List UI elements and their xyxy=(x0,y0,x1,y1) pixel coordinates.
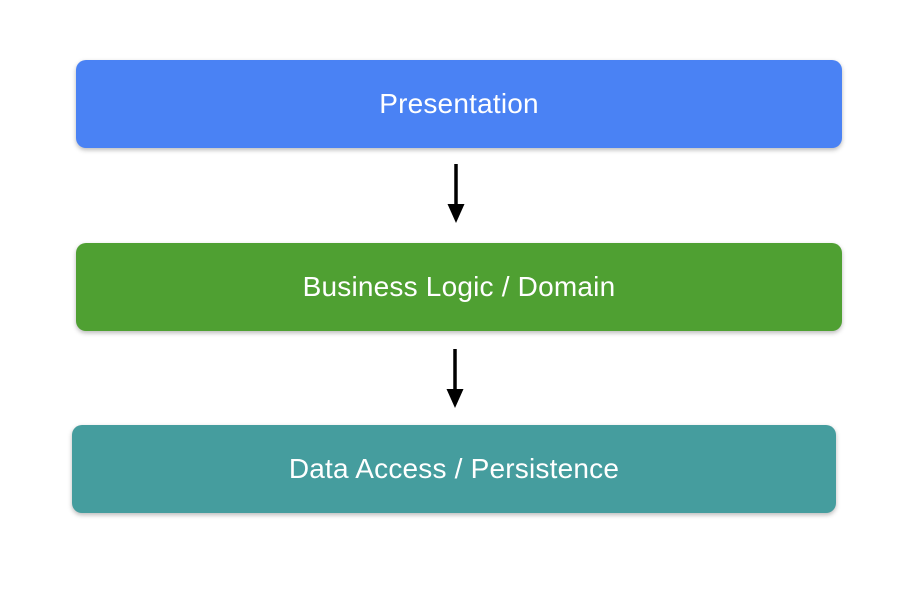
layer-label-data-access: Data Access / Persistence xyxy=(288,453,620,484)
layer-box-data-access: Data Access / Persistence xyxy=(72,425,836,513)
layer-label-business-logic: Business Logic / Domain xyxy=(302,271,616,302)
layer-box-presentation: Presentation xyxy=(76,60,842,148)
layer-label-presentation: Presentation xyxy=(379,88,539,119)
down-arrow-icon xyxy=(442,348,468,408)
layer-box-business-logic: Business Logic / Domain xyxy=(76,243,842,331)
down-arrow-icon xyxy=(443,163,469,223)
